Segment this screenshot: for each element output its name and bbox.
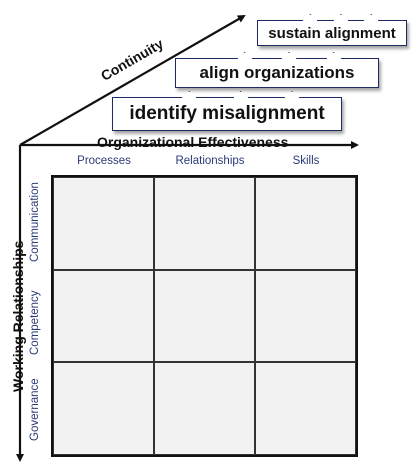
box-tabs-decoration bbox=[236, 52, 342, 59]
box-tabs-decoration bbox=[181, 91, 300, 98]
matrix-grid bbox=[51, 175, 358, 457]
stage-identify-misalignment: identify misalignment bbox=[112, 91, 342, 131]
box-tabs-decoration bbox=[302, 14, 380, 21]
grid-cell-competency-relationships bbox=[154, 269, 255, 363]
grid-cell-governance-processes bbox=[53, 362, 154, 455]
stage-label: align organizations bbox=[199, 63, 355, 82]
stage-sustain-alignment: sustain alignment bbox=[257, 14, 407, 46]
grid-cell-communication-processes bbox=[53, 177, 154, 270]
column-header-relationships: Relationships bbox=[175, 155, 245, 167]
stage-label: identify misalignment bbox=[129, 103, 325, 124]
column-header-skills: Skills bbox=[292, 155, 320, 167]
row-header-governance: Governance bbox=[29, 378, 41, 441]
continuity-arrow bbox=[19, 15, 246, 146]
grid-cell-communication-skills bbox=[255, 177, 356, 270]
stage-label: sustain alignment bbox=[268, 24, 396, 42]
row-header-communication: Communication bbox=[29, 182, 41, 262]
stage-align-organizations: align organizations bbox=[175, 52, 379, 88]
working-relationships-label: Working Relationships bbox=[10, 240, 26, 392]
grid-cell-governance-skills bbox=[255, 362, 356, 455]
grid-cell-governance-relationships bbox=[154, 362, 255, 455]
grid-cell-communication-relationships bbox=[154, 177, 255, 270]
grid-cell-competency-skills bbox=[255, 269, 356, 363]
row-header-competency: Competency bbox=[29, 290, 41, 355]
organizational-effectiveness-label: Organizational Effectiveness bbox=[97, 134, 289, 150]
column-header-processes: Processes bbox=[77, 155, 131, 167]
grid-cell-competency-processes bbox=[53, 269, 154, 363]
